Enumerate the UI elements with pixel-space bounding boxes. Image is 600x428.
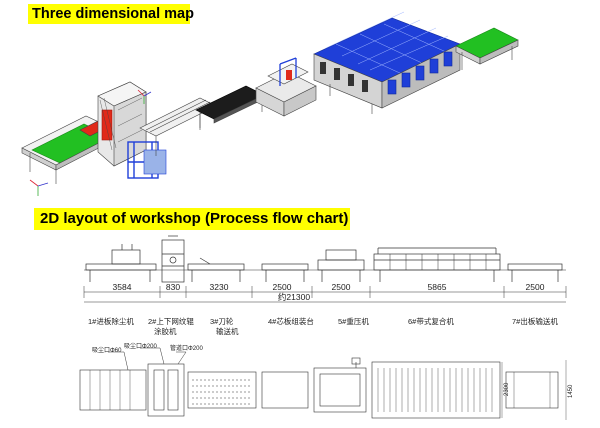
dim-label-7: 2500 — [526, 282, 545, 292]
elevation-station-6 — [373, 247, 501, 282]
station-label-3-line1: 3#刀轮 — [210, 316, 234, 326]
station-label-3-line2: 输送机 — [216, 326, 239, 336]
dim-label-4: 2500 — [273, 282, 292, 292]
dimension-labels: 3584 830 3230 2500 2500 5865 2500 约21300 — [113, 282, 545, 302]
dim-label-3: 3230 — [210, 282, 229, 292]
side-dim-1450: 1450 — [568, 384, 574, 398]
plan-station-2 — [147, 363, 185, 417]
plan-station-1 — [79, 369, 147, 411]
elevation-station-7 — [507, 263, 563, 282]
dim-label-6: 5865 — [428, 282, 447, 292]
station-label-2-line2: 涂胶机 — [154, 326, 177, 336]
plan-station-4 — [261, 371, 309, 409]
core-board-assembly-table-3d — [195, 85, 265, 128]
elevation-station-4 — [261, 263, 309, 282]
heavy-press-3d — [255, 57, 317, 117]
station-label-5: 5#重压机 — [338, 316, 369, 326]
three-d-map — [21, 11, 519, 196]
three-d-map-title: Three dimensional map — [28, 4, 194, 24]
plan-station-6 — [371, 361, 501, 419]
plan-station-3 — [187, 371, 257, 409]
station-label-2-line1: 2#上下网纹辊 — [148, 316, 194, 326]
dim-label-2: 830 — [166, 282, 180, 292]
station-label-4: 4#芯板组装台 — [268, 316, 314, 326]
station-label-1: 1#进板除尘机 — [88, 316, 134, 326]
station-label-6: 6#带式复合机 — [408, 316, 454, 326]
dimension-line — [83, 286, 567, 303]
elevation-station-1 — [85, 244, 157, 282]
dim-total-label: 约21300 — [278, 292, 310, 302]
station-labels: 1#进板除尘机 2#上下网纹辊 涂胶机 3#刀轮 输送机 4#芯板组装台 5#重… — [88, 316, 558, 336]
elevation-station-2 — [161, 235, 185, 283]
elevation-station-5 — [317, 249, 365, 282]
outfeed-conveyor-3d — [455, 27, 519, 70]
plan-station-5 — [313, 367, 367, 413]
side-dim-2300: 2300 — [504, 382, 510, 396]
station-label-7: 7#出板输送机 — [512, 316, 558, 326]
axis-marker-mid — [137, 89, 152, 104]
glue-coater-3d — [97, 81, 167, 179]
plan-notes: 吸尘口Φ60 吸尘口Φ200 管道口Φ200 2300 1450 — [92, 342, 574, 398]
plan-station-7 — [505, 371, 559, 409]
dim-label-5: 2500 — [332, 282, 351, 292]
duct-note-2: 吸尘口Φ200 — [124, 342, 157, 350]
duct-note-3: 管道口Φ200 — [170, 344, 203, 352]
duct-note-1: 吸尘口Φ60 — [92, 346, 122, 354]
dim-label-1: 3584 — [113, 282, 132, 292]
plan-view — [79, 347, 567, 420]
side-elevation — [83, 235, 567, 303]
belt-laminator-3d — [313, 11, 461, 114]
elevation-station-3 — [187, 257, 245, 282]
two-d-layout-title: 2D layout of workshop (Process flow char… — [34, 208, 350, 230]
axis-marker-left — [29, 179, 49, 196]
